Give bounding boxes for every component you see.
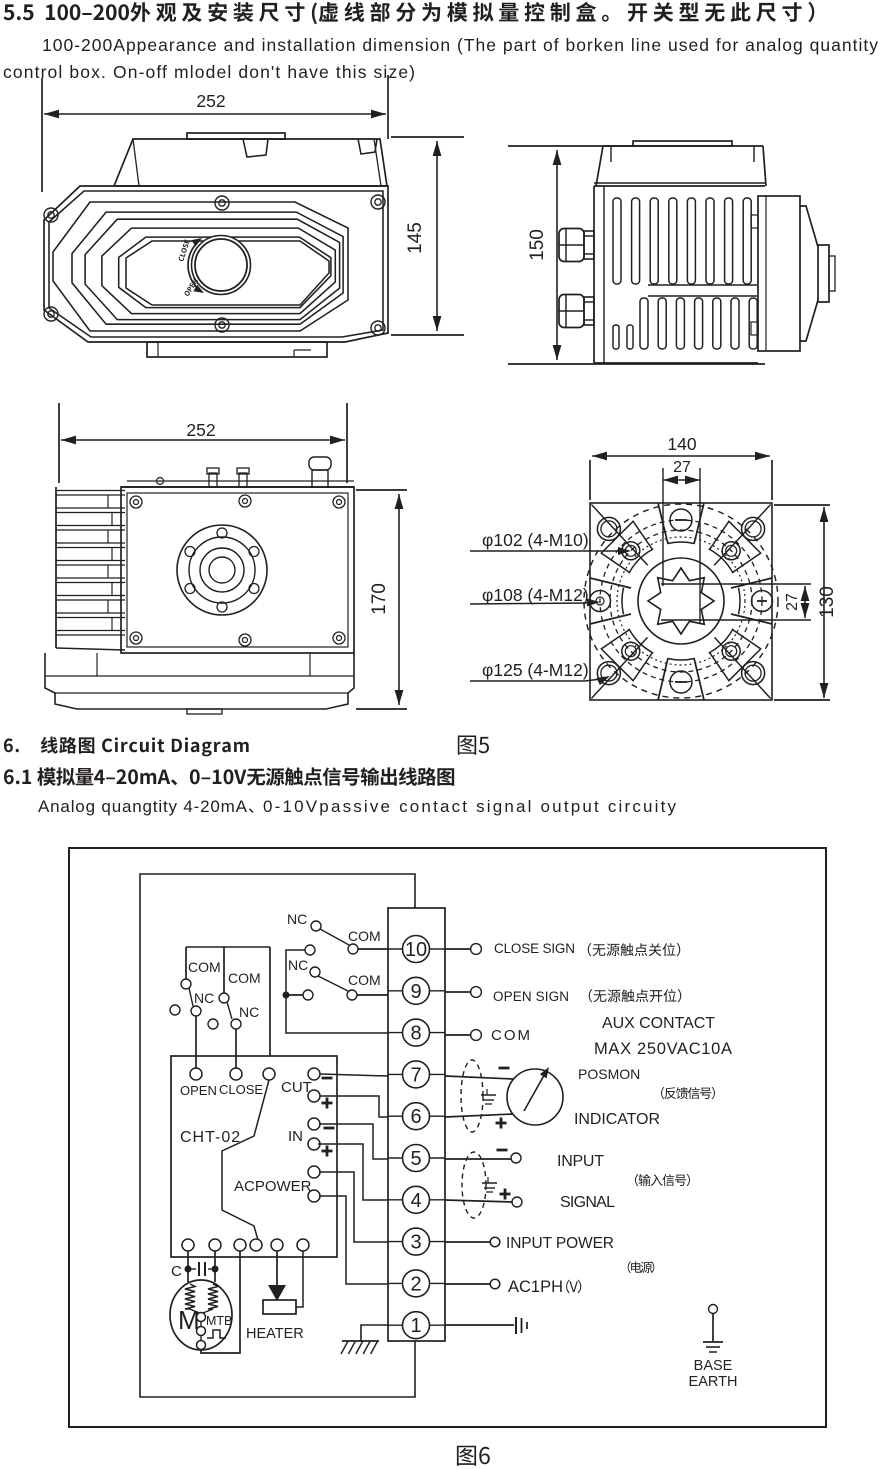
svg-text:NC: NC xyxy=(194,990,214,1006)
svg-text:M: M xyxy=(178,1305,200,1335)
svg-text:130: 130 xyxy=(817,586,838,618)
svg-text:INDICATOR: INDICATOR xyxy=(574,1111,660,1128)
svg-text:6: 6 xyxy=(410,1106,421,1128)
svg-text:SIGNAL: SIGNAL xyxy=(560,1194,615,1211)
svg-text:100-200Appearance and installa: 100-200Appearance and installation dimen… xyxy=(42,35,878,55)
svg-text:C: C xyxy=(171,1263,182,1280)
svg-text:MTB: MTB xyxy=(206,1314,232,1328)
svg-text:NC: NC xyxy=(288,957,308,973)
svg-text:CLOSE SIGN: CLOSE SIGN xyxy=(494,941,575,956)
svg-text:9: 9 xyxy=(410,981,421,1003)
svg-text:NC: NC xyxy=(239,1004,259,1020)
svg-text:140: 140 xyxy=(667,434,696,454)
svg-text:27: 27 xyxy=(673,459,691,476)
svg-text:10: 10 xyxy=(405,939,427,961)
svg-text:170: 170 xyxy=(369,583,390,615)
svg-text:CHT-02: CHT-02 xyxy=(180,1129,241,1146)
svg-text:2: 2 xyxy=(410,1273,421,1295)
svg-text:7: 7 xyxy=(410,1064,421,1086)
svg-text:φ125 (4-M12): φ125 (4-M12) xyxy=(482,660,589,680)
svg-text:control box. On-off mlodel don: control box. On-off mlodel don't have th… xyxy=(3,62,415,82)
svg-text:4: 4 xyxy=(410,1190,421,1212)
svg-text:ACPOWER: ACPOWER xyxy=(234,1178,312,1195)
svg-text:EARTH: EARTH xyxy=(689,1374,738,1390)
svg-text:3: 3 xyxy=(410,1232,421,1254)
svg-text:OPEN: OPEN xyxy=(180,1083,217,1098)
svg-text:252: 252 xyxy=(186,420,215,440)
svg-text:INPUT POWER: INPUT POWER xyxy=(506,1235,614,1252)
svg-text:150: 150 xyxy=(527,229,548,261)
svg-text:COM: COM xyxy=(348,972,381,988)
svg-text:Analog quangtity 4-20mA: Analog quangtity 4-20mA xyxy=(38,797,248,816)
svg-text:φ102 (4-M10): φ102 (4-M10) xyxy=(482,530,589,550)
svg-text:CUT: CUT xyxy=(281,1079,312,1096)
svg-text:IN: IN xyxy=(288,1128,303,1145)
svg-text:COM: COM xyxy=(491,1027,530,1044)
svg-text:AUX CONTACT: AUX CONTACT xyxy=(602,1015,715,1032)
svg-text:AC1PH: AC1PH xyxy=(508,1278,563,1296)
svg-text:COM: COM xyxy=(348,928,381,944)
svg-text:252: 252 xyxy=(196,91,225,111)
svg-text:8: 8 xyxy=(410,1023,421,1045)
svg-text:POSMON: POSMON xyxy=(578,1066,640,1082)
svg-text:COM: COM xyxy=(188,959,221,975)
svg-text:HEATER: HEATER xyxy=(246,1326,304,1342)
svg-text:COM: COM xyxy=(228,970,261,986)
svg-text:INPUT: INPUT xyxy=(557,1153,604,1170)
svg-text:5: 5 xyxy=(410,1148,421,1170)
svg-text:145: 145 xyxy=(405,222,426,254)
svg-text:1: 1 xyxy=(410,1315,421,1337)
svg-text:OPEN SIGN: OPEN SIGN xyxy=(493,989,569,1004)
svg-text:NC: NC xyxy=(287,911,307,927)
svg-text:MAX 250VAC10A: MAX 250VAC10A xyxy=(594,1040,732,1058)
svg-text:0-10Vpassive contact signal o: 0-10Vpassive contact signal output circu… xyxy=(263,797,677,816)
svg-text:27: 27 xyxy=(784,593,801,611)
svg-text:BASE: BASE xyxy=(694,1358,733,1374)
svg-text:CLOSE: CLOSE xyxy=(219,1082,263,1097)
svg-text:φ108 (4-M12): φ108 (4-M12) xyxy=(482,585,589,605)
